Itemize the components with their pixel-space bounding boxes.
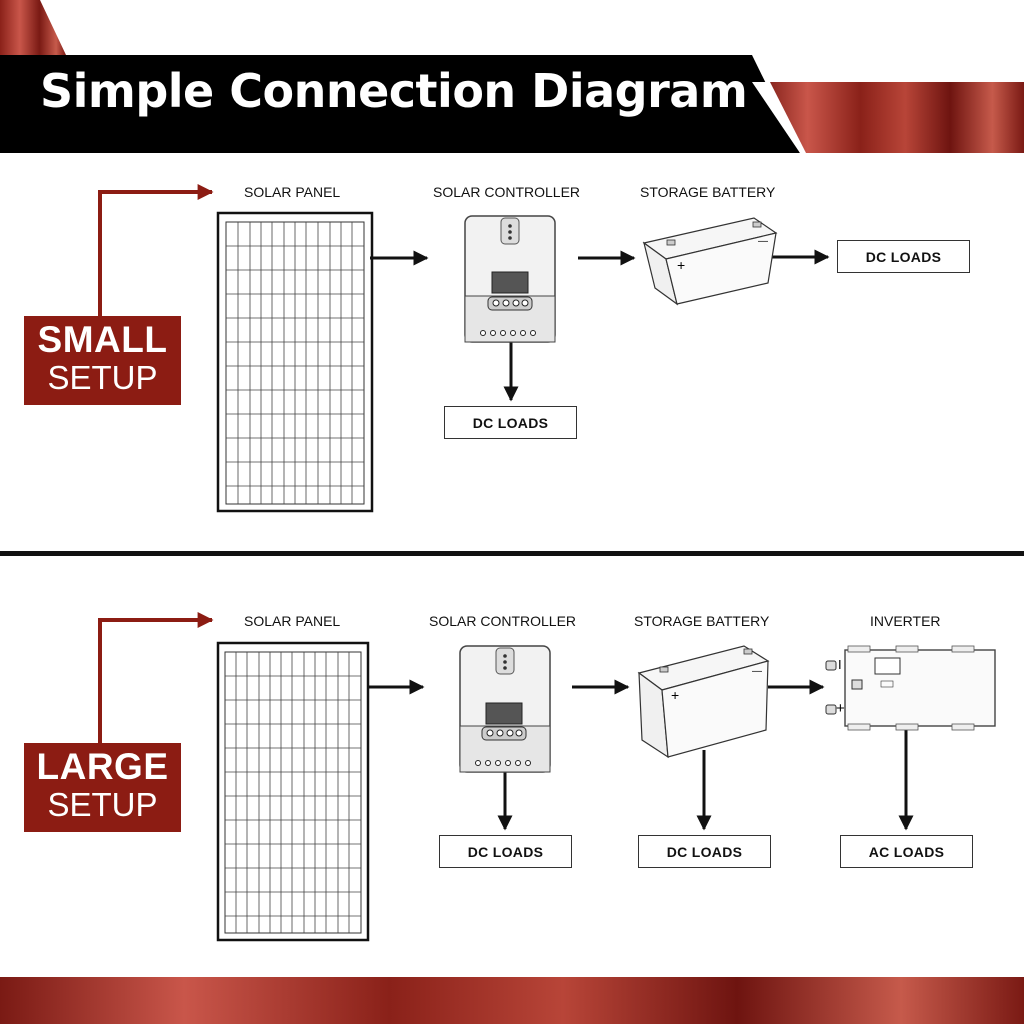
large-setup-badge-bold: LARGE — [36, 746, 169, 787]
small-storage-battery-label: STORAGE BATTERY — [640, 184, 776, 200]
ac-loads-box: AC LOADS — [840, 835, 973, 868]
large-controller-dc-loads-box: DC LOADS — [439, 835, 572, 868]
copper-corner-top-left — [0, 0, 66, 55]
copper-ribbon-top-right — [760, 82, 1024, 153]
inverter-icon — [825, 645, 996, 731]
small-controller-dc-loads-box: DC LOADS — [444, 406, 577, 439]
inverter-negative-terminal: I — [838, 657, 842, 672]
small-solar-panel-label: SOLAR PANEL — [244, 184, 341, 200]
large-battery-negative-terminal: — — [752, 666, 762, 677]
small-battery-negative-terminal: — — [758, 236, 768, 247]
large-solar-controller-icon — [459, 645, 551, 773]
inverter-positive-terminal: + — [836, 700, 845, 717]
small-battery-positive-terminal: + — [677, 257, 686, 273]
small-battery-dc-loads-box: DC LOADS — [837, 240, 970, 273]
small-setup-pointer-arrow — [98, 184, 214, 316]
large-battery-dc-loads-box: DC LOADS — [638, 835, 771, 868]
small-setup-badge: SMALL SETUP — [24, 316, 181, 405]
large-storage-battery-label: STORAGE BATTERY — [634, 613, 770, 629]
title-bar — [0, 55, 800, 153]
small-storage-battery-icon — [642, 217, 778, 306]
small-solar-controller-label: SOLAR CONTROLLER — [433, 184, 581, 200]
inverter-label: INVERTER — [870, 613, 941, 629]
large-solar-panel-icon — [216, 641, 370, 942]
small-setup-badge-bold: SMALL — [37, 319, 168, 360]
large-setup-pointer-arrow — [98, 612, 214, 743]
large-storage-battery-icon — [637, 645, 770, 759]
section-divider — [0, 551, 1024, 556]
small-setup-badge-regular: SETUP — [47, 359, 158, 396]
large-setup-badge: LARGE SETUP — [24, 743, 181, 832]
large-solar-panel-label: SOLAR PANEL — [244, 613, 341, 629]
large-solar-controller-label: SOLAR CONTROLLER — [429, 613, 577, 629]
copper-band-bottom — [0, 977, 1024, 1024]
small-solar-panel-icon — [216, 211, 374, 513]
small-solar-controller-icon — [464, 215, 556, 343]
large-setup-badge-regular: SETUP — [47, 786, 158, 823]
page-title: Simple Connection Diagram — [40, 64, 748, 118]
large-battery-positive-terminal: + — [671, 687, 680, 703]
